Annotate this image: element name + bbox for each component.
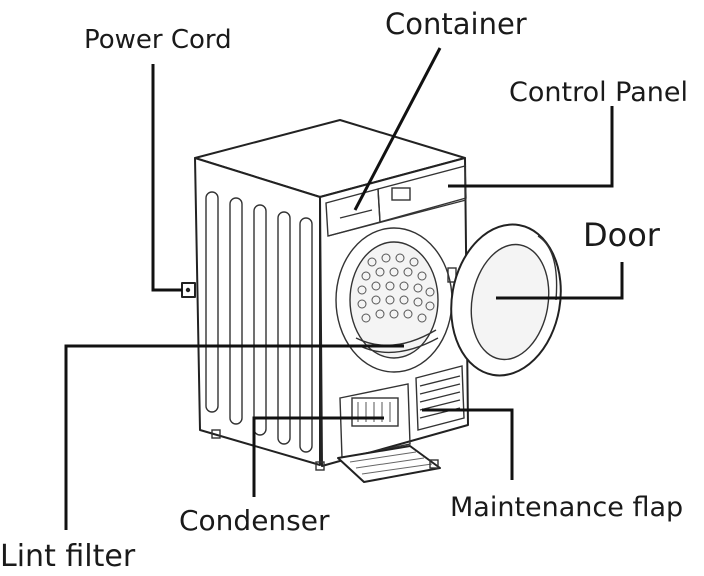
- leader-lines: [64, 47, 624, 530]
- leader-door: [496, 262, 624, 300]
- leader-control-panel: [448, 106, 614, 188]
- leader-maintenance-flap: [422, 408, 514, 480]
- label-container: Container: [385, 7, 527, 41]
- dryer-side-panel: [194, 157, 321, 466]
- label-maintenance-flap: Maintenance flap: [450, 492, 683, 523]
- leader-container: [353, 47, 442, 211]
- dryer-illustration: [181, 119, 562, 483]
- leader-condenser: [252, 416, 384, 497]
- door-glass: [470, 243, 550, 361]
- label-condenser: Condenser: [179, 504, 330, 537]
- label-lint-filter: Lint filter: [0, 539, 136, 574]
- label-power-cord: Power Cord: [84, 25, 232, 55]
- control-panel-strip: [377, 165, 467, 223]
- leader-power-cord: [151, 64, 182, 292]
- condenser-opening: [339, 383, 411, 459]
- side-ribs: [205, 191, 313, 453]
- leader-lint-filter: [64, 344, 404, 530]
- labels: Power Cord Container Control Panel Door …: [0, 7, 688, 574]
- control-display: [391, 187, 411, 201]
- maintenance-flap-shape: [337, 445, 441, 483]
- drum-pattern: [357, 253, 435, 323]
- label-control-panel: Control Panel: [509, 77, 688, 108]
- label-door: Door: [583, 216, 661, 254]
